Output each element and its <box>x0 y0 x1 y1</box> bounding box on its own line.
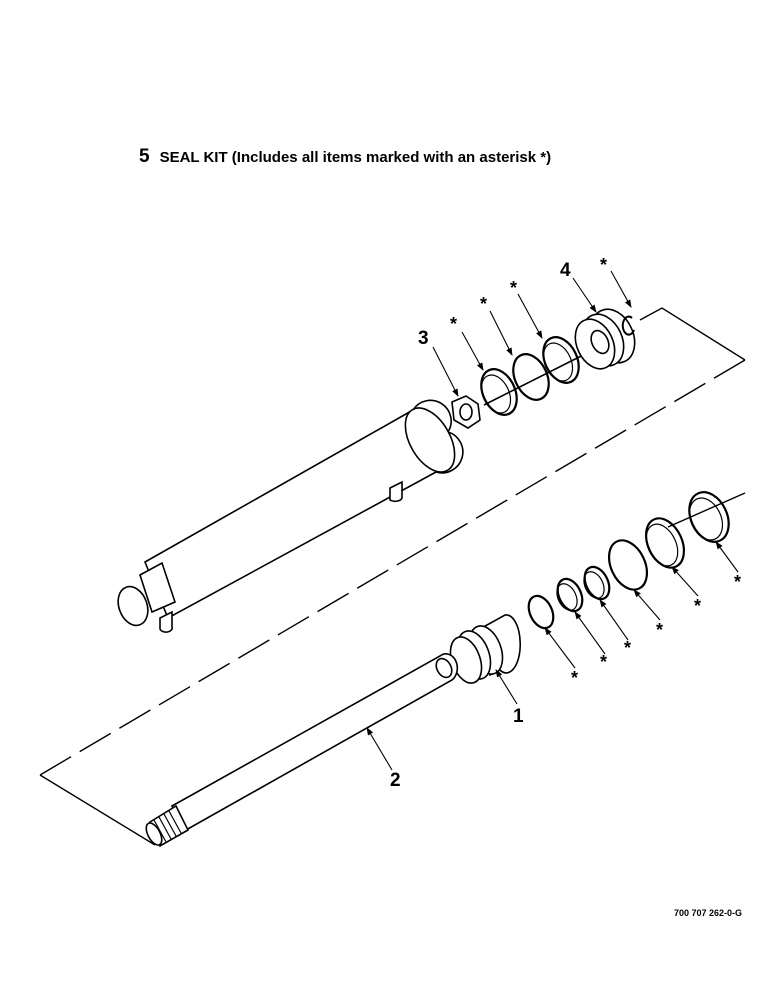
asterisk-mark: * <box>624 638 631 658</box>
asterisk-mark: * <box>694 596 701 616</box>
asterisk-mark: * <box>734 572 741 592</box>
assembly-frame <box>39 307 746 846</box>
callout-4: 4 <box>560 260 571 281</box>
seal-kit-number: 5 <box>139 146 150 167</box>
cylinder-barrel <box>117 399 464 633</box>
asterisk-mark: * <box>450 314 457 334</box>
rod-nut <box>451 344 604 429</box>
leader-arrows <box>366 270 739 771</box>
callout-1: 1 <box>513 706 524 727</box>
lower-seals <box>527 491 730 630</box>
asterisk-mark: * <box>510 278 517 298</box>
asterisk-marks: * * * * * * * * * * <box>450 255 741 688</box>
reference-code: 700 707 262-0-G <box>674 908 743 918</box>
gland <box>574 308 636 370</box>
asterisk-mark: * <box>600 652 607 672</box>
upper-seals <box>480 336 580 416</box>
piston-rod <box>145 653 459 848</box>
asterisk-mark: * <box>656 620 663 640</box>
asterisk-mark: * <box>480 294 487 314</box>
callouts: 3 4 1 2 <box>390 260 571 791</box>
callout-2: 2 <box>390 770 401 791</box>
asterisk-mark: * <box>600 255 607 275</box>
seal-kit-title: 5 SEAL KIT (Includes all items marked wit… <box>139 146 551 168</box>
seal-kit-label: SEAL KIT (Includes all items marked with… <box>159 149 552 166</box>
piston <box>449 614 522 684</box>
asterisk-mark: * <box>571 668 578 688</box>
callout-3: 3 <box>418 328 429 349</box>
